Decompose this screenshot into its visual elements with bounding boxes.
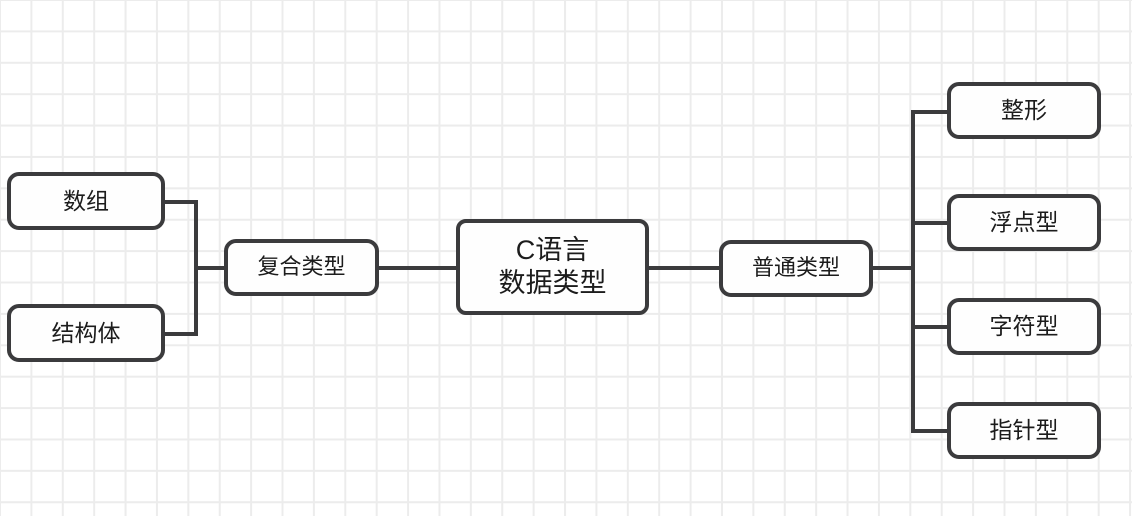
connector-compound-to-root [374,266,460,270]
connector-trunk-to-integer [911,110,951,114]
node-array-label: 数组 [63,187,109,214]
node-pointer[interactable]: 指针型 [947,402,1101,459]
node-struct-label: 结构体 [51,319,121,346]
node-char[interactable]: 字符型 [947,298,1101,355]
connector-trunk-to-compound [194,266,228,270]
connector-root-to-basic [644,266,723,270]
connector-struct-to-trunk [160,332,198,336]
connector-trunk-to-char [911,325,951,329]
node-struct[interactable]: 结构体 [7,304,165,362]
node-compound-type-label: 复合类型 [257,254,346,280]
node-root-c-data-types[interactable]: C语言 数据类型 [456,219,649,315]
node-float-label: 浮点型 [989,209,1059,236]
node-char-label: 字符型 [989,313,1059,340]
connector-array-to-trunk [160,200,198,204]
node-integer-label: 整形 [1001,97,1047,124]
connector-trunk-to-float [911,221,951,225]
node-array[interactable]: 数组 [7,172,165,230]
node-basic-type-label: 普通类型 [751,255,840,281]
connector-right-trunk [911,110,915,433]
node-compound-type[interactable]: 复合类型 [224,239,379,296]
node-float[interactable]: 浮点型 [947,194,1101,251]
connector-basic-to-trunk [868,266,915,270]
connector-trunk-to-pointer [911,429,951,433]
node-root-label: C语言 数据类型 [498,235,607,298]
node-pointer-label: 指针型 [989,417,1059,444]
node-basic-type[interactable]: 普通类型 [719,240,873,297]
node-integer[interactable]: 整形 [947,82,1101,139]
